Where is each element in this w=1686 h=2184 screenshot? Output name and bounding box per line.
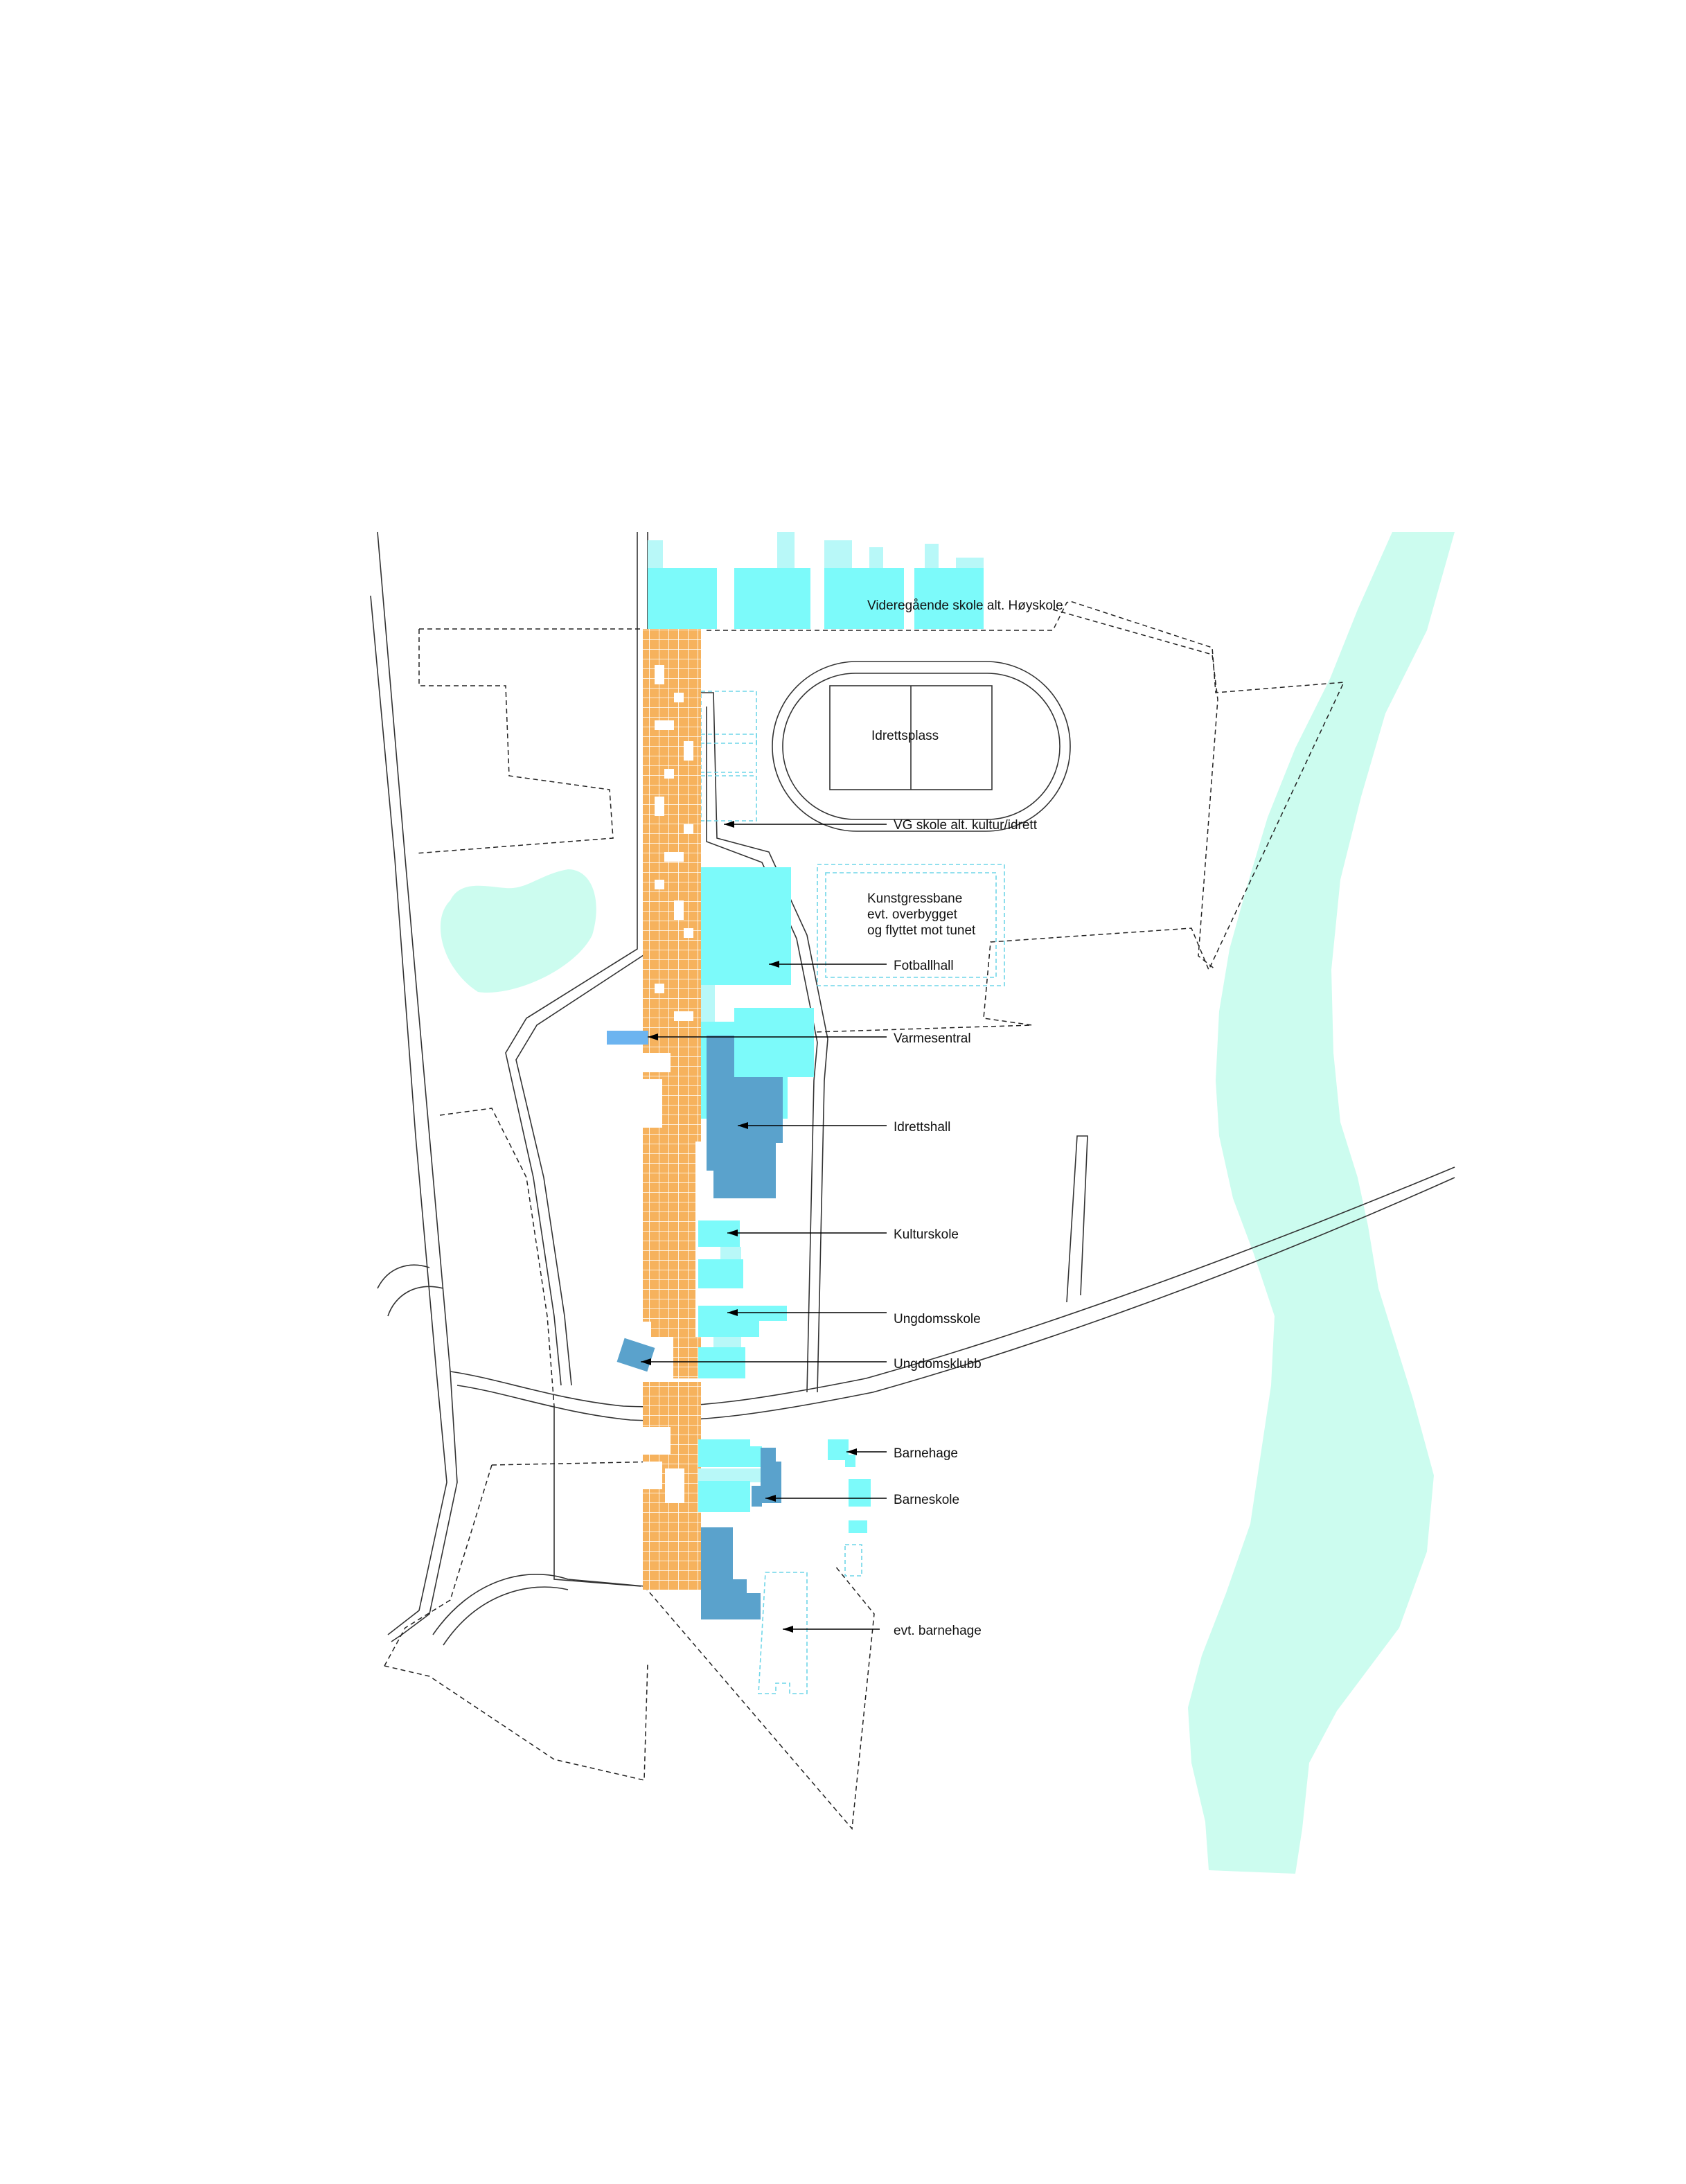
videregaende-buildings[interactable] xyxy=(648,532,984,629)
boundary-lines xyxy=(384,601,1345,1830)
label-leaders xyxy=(641,821,887,1633)
idrettsplass-track xyxy=(772,661,1071,832)
idrettshall-building[interactable] xyxy=(701,1008,814,1198)
label-barneskole: Barneskole xyxy=(894,1493,959,1507)
river-area xyxy=(1188,532,1455,1874)
map-labels: Videregående skole alt. Høyskole Idretts… xyxy=(867,598,1063,1638)
label-ungdomsklubb: Ungdomsklubb xyxy=(894,1357,982,1371)
label-evt-barnehage: evt. barnehage xyxy=(894,1624,982,1638)
barnehage-building[interactable] xyxy=(828,1439,871,1533)
orange-grid-spine xyxy=(643,629,701,1590)
ungdomsklubb-building[interactable] xyxy=(616,1338,655,1372)
planned-outlines xyxy=(700,691,1005,1694)
fotballhall-building[interactable] xyxy=(701,867,791,985)
label-idrettshall: Idrettshall xyxy=(894,1120,950,1135)
label-kunstgress-3: og flyttet mot tunet xyxy=(867,923,976,938)
barneskole-building[interactable] xyxy=(698,1439,781,1619)
label-kunstgress-1: Kunstgressbane xyxy=(867,891,962,906)
pond xyxy=(440,869,596,993)
label-kulturskole: Kulturskole xyxy=(894,1227,959,1242)
label-kunstgress-2: evt. overbygget xyxy=(867,907,958,922)
label-ungdomsskole: Ungdomsskole xyxy=(894,1312,981,1326)
label-vg-skole: VG skole alt. kultur/idrett xyxy=(894,818,1038,833)
label-fotballhall: Fotballhall xyxy=(894,959,954,973)
label-idrettsplass: Idrettsplass xyxy=(871,729,939,743)
varmesentral-building[interactable] xyxy=(607,1031,648,1045)
ungdomsskole-building[interactable] xyxy=(698,1306,787,1378)
connector-block xyxy=(701,985,715,1027)
label-varmesentral: Varmesentral xyxy=(894,1031,971,1046)
label-barnehage: Barnehage xyxy=(894,1446,958,1461)
label-videregaende: Videregående skole alt. Høyskole xyxy=(867,598,1063,613)
